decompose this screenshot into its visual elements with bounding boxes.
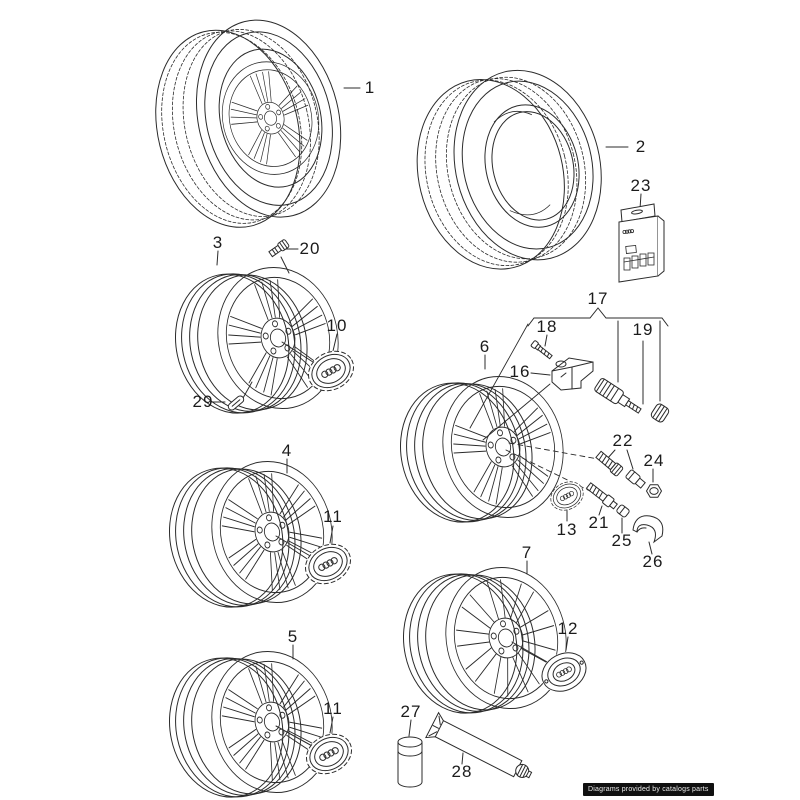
attribution-badge: Diagrams provided by catalogs parts [583,783,714,796]
callout-item-3: 3 [212,233,224,252]
valve-cap-25-illustration [616,504,630,518]
alloy-wheel-4-illustration [157,447,345,622]
valve-cap-19-illustration [650,403,670,423]
tire-2-illustration [416,69,602,270]
valve-assembly-19-illustration [594,378,670,423]
callout-item-5: 5 [287,627,299,646]
center-cap-11-illustration [298,536,358,592]
callout-item-18: 18 [536,317,558,336]
alloy-wheel-5-illustration [157,637,345,800]
callout-item-12: 12 [557,619,579,638]
callout-item-17: 17 [587,289,609,308]
valve-insert-22-illustration [595,450,646,489]
center-cap-10-illustration [301,343,361,399]
callout-item-4: 4 [281,441,293,460]
callout-item-20: 20 [299,239,321,258]
callout-item-23: 23 [630,176,652,195]
callout-item-13: 13 [556,520,578,539]
callout-item-21: 21 [588,513,610,532]
callout-item-2: 2 [635,137,647,156]
callout-item-7: 7 [521,543,533,562]
callout-item-16: 16 [509,362,531,381]
callout-item-29: 29 [192,392,214,411]
screw-18-illustration [530,340,553,360]
balance-weight-clip-26-illustration [632,515,664,544]
alloy-wheel-3-illustration [163,253,351,428]
callout-item-19: 19 [632,320,654,339]
center-cap-11-second-illustration [299,726,359,782]
callout-item-26: 26 [642,552,664,571]
sealant-can-27-illustration [397,736,423,788]
callout-item-24: 24 [643,451,665,470]
tire-wheel-assembly-1-illustration [155,19,342,228]
callout-item-11b: 11 [323,699,343,718]
valve-stem-20-illustration [268,239,290,258]
tpms-sensor-16-illustration [551,357,594,391]
callout-item-10: 10 [326,316,348,335]
center-cap-12-illustration [534,644,594,700]
leader-lines [211,87,669,765]
sealant-tube-28-illustration [425,711,533,779]
callout-item-22: 22 [612,431,634,450]
callout-item-28: 28 [451,762,473,781]
center-cap-13-illustration [545,476,588,516]
balance-weight-29-illustration [227,395,245,411]
callout-item-27: 27 [400,702,422,721]
repair-kit-package-23-illustration [618,203,665,283]
callout-item-11a: 11 [323,507,343,526]
callout-item-1: 1 [364,78,376,97]
callout-item-25: 25 [611,531,633,550]
valve-21-illustration [585,482,618,510]
callout-item-6: 6 [479,337,491,356]
cap-nut-24-illustration [645,484,663,498]
bracket-17 [527,307,669,327]
